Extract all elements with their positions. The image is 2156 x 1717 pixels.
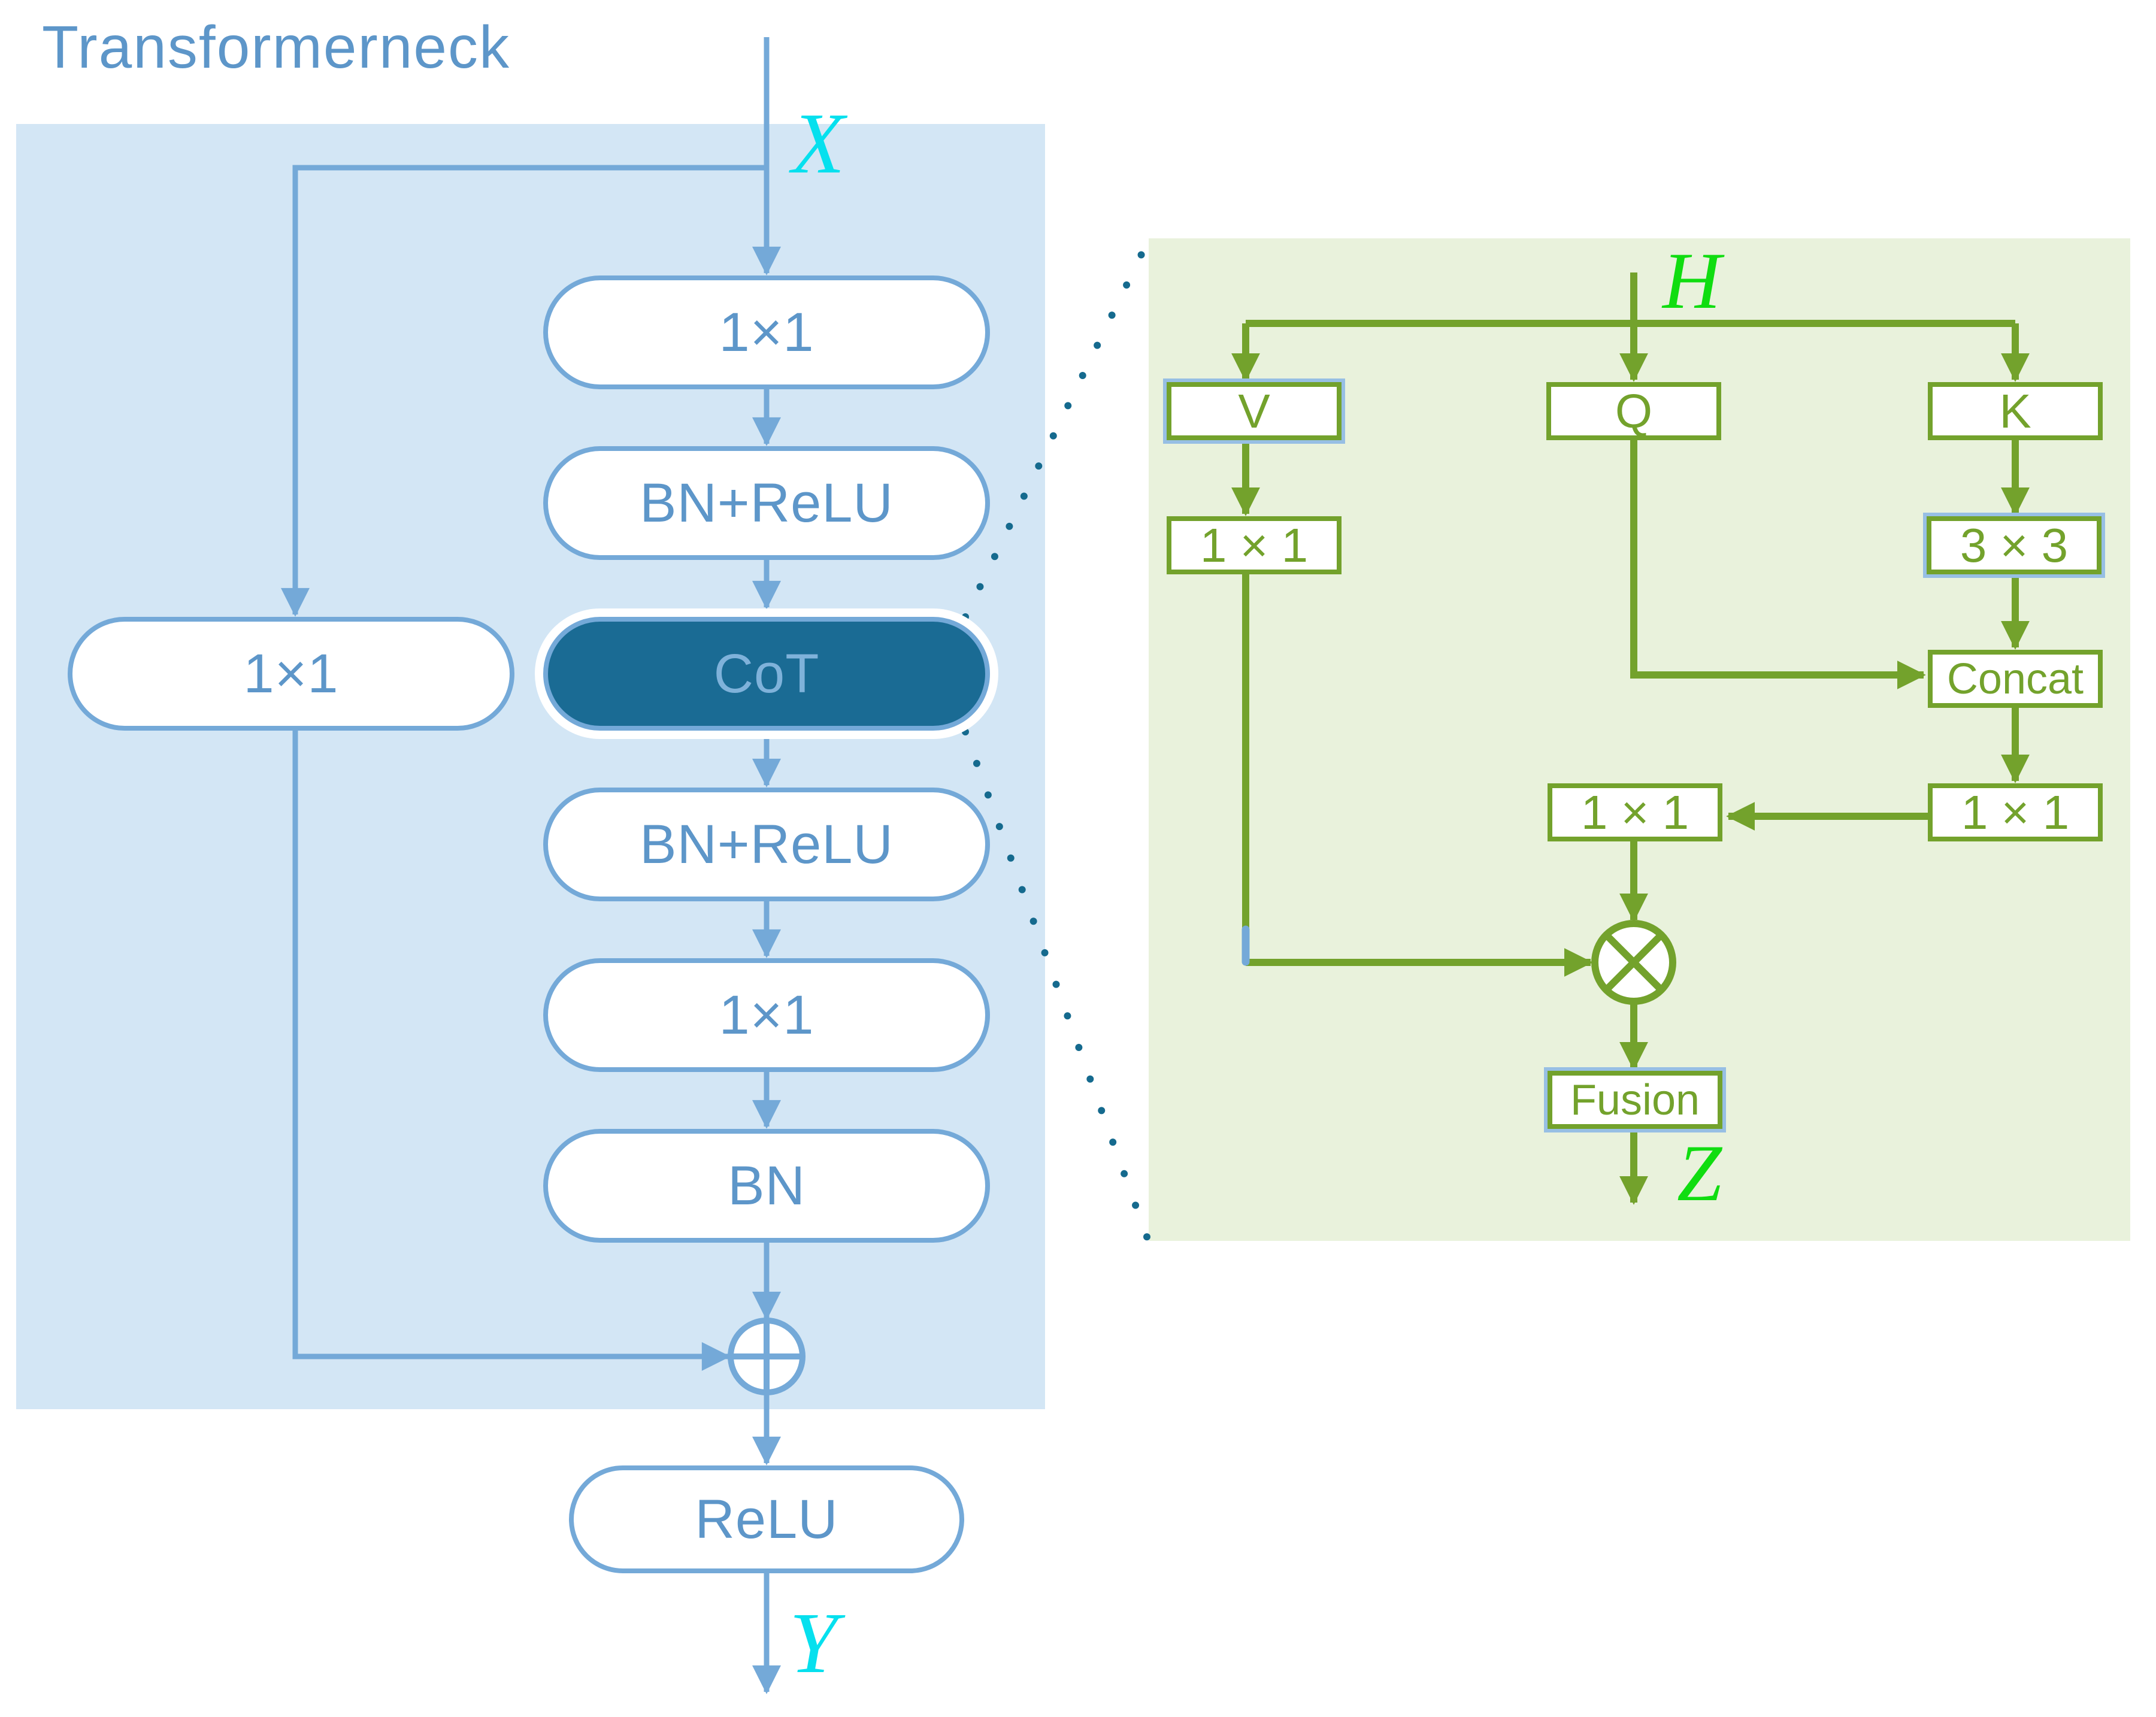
skip-to-add-line	[292, 731, 731, 1371]
z-output-label: Z	[1677, 1129, 1722, 1218]
y-output-label: Y	[789, 1595, 838, 1691]
block-cot: CoT	[543, 617, 990, 731]
block-bn-relu-1: BN+ReLU	[543, 446, 990, 560]
x-input-label: X	[792, 96, 845, 192]
diagram-title: Transformerneck	[42, 14, 511, 81]
multiply-icon	[1591, 920, 1676, 1005]
h-input-label: H	[1663, 237, 1721, 326]
box-value-conv1x1: 1 × 1	[1167, 516, 1342, 574]
box-concat-conv1x1: 1 × 1	[1928, 783, 2103, 841]
skip-branch-line	[281, 165, 767, 617]
box-value: V	[1167, 382, 1342, 440]
box-attention-conv1x1: 1 × 1	[1548, 783, 1722, 841]
box-key: K	[1928, 382, 2103, 440]
box-key-conv3x3: 3 × 3	[1927, 516, 2102, 574]
block-bn: BN	[543, 1129, 990, 1243]
block-skip-conv1x1: 1×1	[68, 617, 514, 731]
zoom-link-bottom-dotted-line	[962, 728, 1151, 1242]
q-to-concat-line	[1630, 439, 1926, 689]
block-bn-relu-2: BN+ReLU	[543, 788, 990, 901]
block-conv1x1-top: 1×1	[543, 275, 990, 389]
box-concat: Concat	[1928, 650, 2103, 708]
block-conv1x1-bottom: 1×1	[543, 958, 990, 1072]
box-fusion: Fusion	[1548, 1071, 1722, 1129]
box-query: Q	[1546, 382, 1721, 440]
block-relu-output: ReLU	[569, 1465, 964, 1573]
add-icon	[728, 1318, 806, 1395]
zoom-link-top-dotted-line	[962, 238, 1151, 620]
